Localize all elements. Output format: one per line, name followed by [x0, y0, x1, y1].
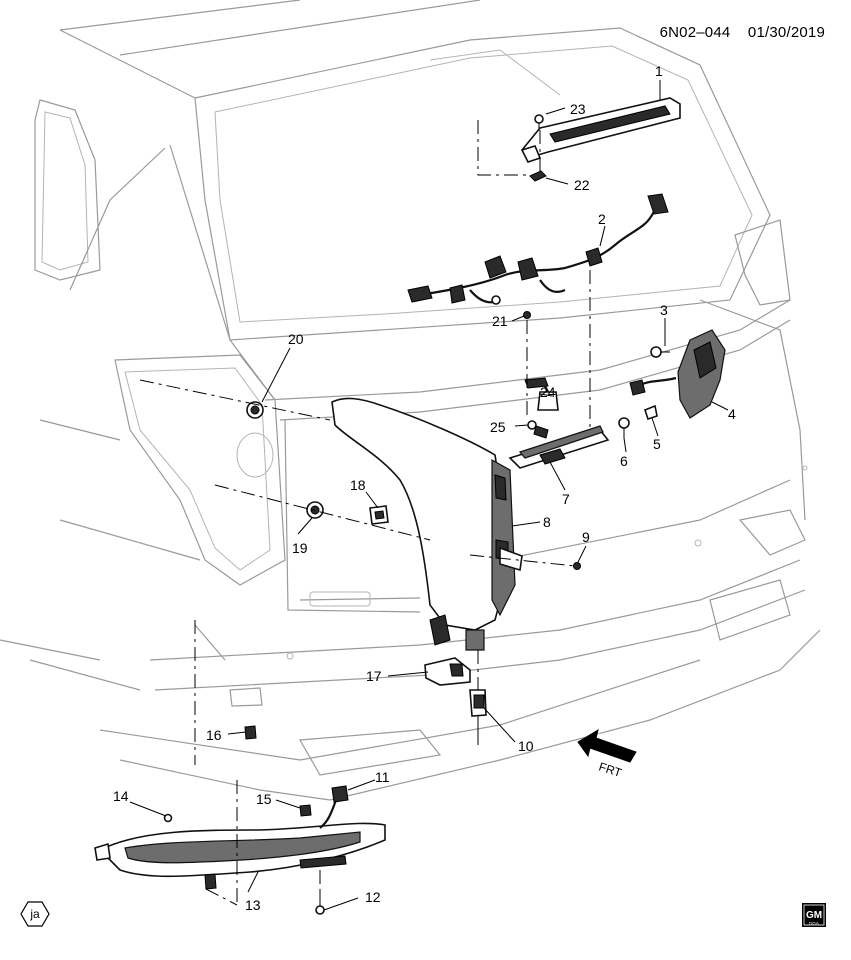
callout-9: 9 — [582, 529, 590, 545]
ja-badge-text: ja — [29, 907, 40, 921]
ja-badge: ja — [20, 901, 50, 927]
part-6-bolt — [618, 417, 630, 438]
part-23-screw — [534, 114, 544, 130]
part-20-grommet — [246, 401, 264, 419]
alignment-lines — [139, 120, 591, 906]
callout-8: 8 — [543, 514, 551, 530]
callout-5: 5 — [653, 436, 661, 452]
front-arrow-label: FRT — [597, 760, 624, 781]
part-21-nut — [523, 311, 531, 319]
callout-12: 12 — [365, 889, 381, 905]
part-14-screw — [163, 813, 173, 823]
callout-6: 6 — [620, 453, 628, 469]
callout-13: 13 — [245, 897, 261, 913]
part-8-tail-lamp-assembly — [331, 397, 523, 651]
callout-23: 23 — [570, 101, 586, 117]
part-10-connector — [469, 689, 487, 745]
diagram-date: 01/30/2019 — [747, 24, 825, 41]
callout-7: 7 — [562, 491, 570, 507]
diagram-id: 6N02–044 01/30/2019 — [660, 24, 825, 41]
callout-20: 20 — [288, 331, 304, 347]
callout-16: 16 — [206, 727, 222, 743]
callout-3: 3 — [660, 302, 668, 318]
part-5-clip — [644, 404, 658, 421]
gm-logo-text: GM — [806, 910, 822, 921]
diagram-code: 6N02–044 — [659, 24, 731, 41]
part-11-pigtail — [319, 785, 349, 829]
gm-logo-subtext: DGA — [809, 921, 819, 926]
part-18-clip — [369, 505, 389, 525]
part-15-clip — [299, 804, 312, 817]
callout-22: 22 — [574, 177, 590, 193]
part-22-nut — [529, 170, 547, 182]
callout-17: 17 — [366, 668, 382, 684]
callout-14: 14 — [113, 788, 129, 804]
front-direction-arrow: FRT — [577, 728, 641, 781]
leader-lines — [129, 80, 729, 911]
gm-logo: GM DGA — [802, 903, 826, 927]
callout-1: 1 — [655, 63, 663, 79]
part-2-wiring-harness — [407, 193, 669, 305]
callout-19: 19 — [292, 540, 308, 556]
callout-24: 24 — [540, 384, 556, 400]
callout-2: 2 — [598, 211, 606, 227]
part-17-bracket — [424, 657, 471, 686]
callout-25: 25 — [490, 419, 506, 435]
part-16-clip — [244, 725, 257, 740]
part-13-lower-lamp — [94, 822, 386, 890]
callout-15: 15 — [256, 791, 272, 807]
part-1-high-mount-stop-lamp — [520, 97, 681, 163]
vehicle-body-outline — [0, 0, 821, 801]
callout-11: 11 — [375, 769, 390, 785]
part-9-screw — [573, 562, 581, 570]
callout-4: 4 — [728, 406, 736, 422]
part-25-bulb-socket — [527, 420, 549, 439]
part-4-tail-lamp — [629, 329, 726, 419]
callout-10: 10 — [518, 738, 534, 754]
part-19-grommet — [306, 501, 324, 519]
part-3-bolt — [650, 346, 670, 358]
part-7-license-lamp-housing — [508, 425, 610, 469]
callout-18: 18 — [350, 477, 366, 493]
callout-21: 21 — [492, 313, 508, 329]
callout-labels: 1 2 3 4 5 6 7 8 9 10 11 12 13 14 15 16 1… — [113, 63, 736, 913]
